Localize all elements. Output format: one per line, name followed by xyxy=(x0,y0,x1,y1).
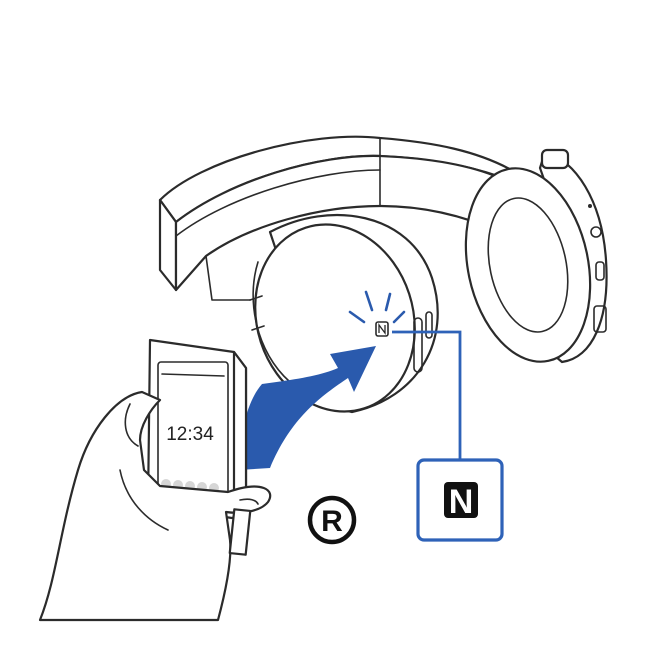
left-earcup xyxy=(249,213,439,414)
nfc-mark-letter: N xyxy=(449,483,474,521)
callout-leader-line xyxy=(392,330,462,460)
nfc-mark-icon: N xyxy=(444,482,478,521)
headphones-illustration xyxy=(158,135,608,414)
registered-mark-icon: R xyxy=(307,495,357,545)
registered-mark-letter: R xyxy=(321,505,343,538)
nfc-callout: N xyxy=(392,330,504,542)
right-earcup xyxy=(464,148,608,364)
smartphone: 12:34 xyxy=(146,338,248,520)
nfc-signal-rays xyxy=(348,290,406,324)
nfc-spot xyxy=(375,321,389,337)
hand xyxy=(38,390,272,622)
touch-arrow xyxy=(238,346,376,470)
phone-screen-time: 12:34 xyxy=(166,424,214,445)
